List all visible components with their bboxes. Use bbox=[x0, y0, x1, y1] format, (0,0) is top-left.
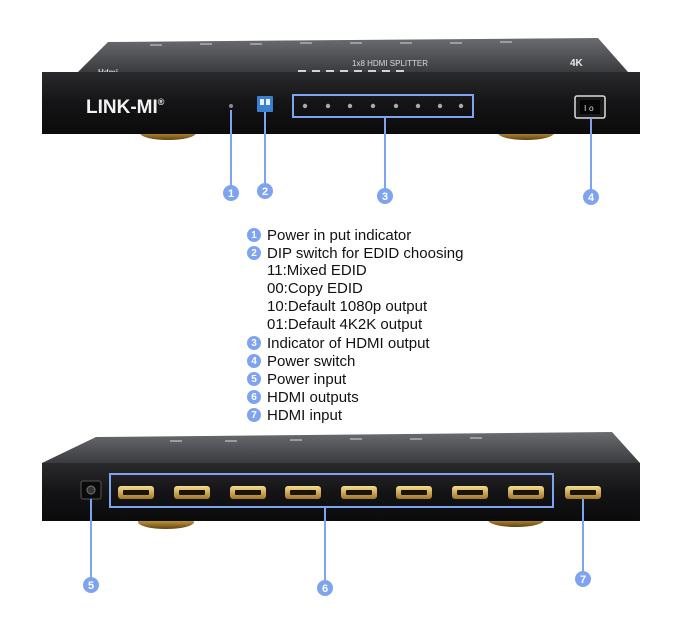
legend-subitem: 00:Copy EDID bbox=[267, 280, 363, 297]
legend-number-badge: 2 bbox=[247, 246, 261, 260]
top-vents bbox=[170, 437, 482, 442]
dip-switch[interactable] bbox=[257, 96, 273, 112]
hdmi-input-port-hole bbox=[570, 490, 596, 495]
callout-2: 2 bbox=[257, 183, 273, 199]
rear-panel-device bbox=[42, 432, 640, 529]
led-group-highlight bbox=[292, 94, 474, 118]
hdmi-port-holes bbox=[123, 490, 539, 495]
legend-subitem: 11:Mixed EDID bbox=[267, 262, 367, 279]
4k-badge: 4K bbox=[570, 58, 584, 69]
front-face bbox=[42, 72, 640, 134]
legend-number-badge: 4 bbox=[247, 354, 261, 368]
legend-text: DIP switch for EDID choosing bbox=[267, 244, 464, 262]
svg-text:4: 4 bbox=[588, 192, 595, 204]
brand-logo: LINK-MI® bbox=[86, 97, 165, 118]
front-leader-lines bbox=[230, 110, 592, 190]
top-vents bbox=[150, 41, 512, 46]
legend-item: 6 HDMI outputs bbox=[247, 388, 547, 406]
rear-leader-lines bbox=[90, 499, 584, 581]
svg-text:1: 1 bbox=[228, 188, 234, 200]
power-switch-symbols: I o bbox=[584, 104, 594, 113]
legend-text: HDMI input bbox=[267, 406, 343, 424]
legend-item: 7 HDMI input bbox=[247, 406, 547, 424]
legend-text: Indicator of HDMI output bbox=[267, 334, 430, 352]
legend-item: 1 Power in put indicator bbox=[247, 226, 547, 244]
callout-1: 1 bbox=[223, 185, 239, 201]
power-switch-rocker[interactable] bbox=[580, 100, 600, 114]
legend-text: HDMI outputs bbox=[267, 388, 359, 406]
legend-number-badge: 5 bbox=[247, 372, 261, 386]
legend: 1 Power in put indicator 2 DIP switch fo… bbox=[247, 226, 547, 424]
hdmi-output-leds bbox=[302, 103, 464, 109]
power-indicator-led bbox=[229, 104, 233, 108]
dip-switch-toggle[interactable] bbox=[266, 99, 270, 105]
legend-item: 2 DIP switch for EDID choosing bbox=[247, 244, 547, 262]
legend-number-badge: 7 bbox=[247, 408, 261, 422]
legend-text: Power input bbox=[267, 370, 347, 388]
callout-6: 6 bbox=[317, 580, 333, 596]
svg-text:6: 6 bbox=[322, 583, 328, 595]
dc-power-jack-pin bbox=[86, 485, 96, 495]
callout-3: 3 bbox=[377, 188, 393, 204]
callout-4: 4 bbox=[583, 189, 599, 205]
legend-item: 5 Power input bbox=[247, 370, 547, 388]
legend-item: 4 Power switch bbox=[247, 352, 547, 370]
legend-number-badge: 3 bbox=[247, 336, 261, 350]
svg-text:7: 7 bbox=[580, 574, 586, 586]
legend-number-badge: 1 bbox=[247, 228, 261, 242]
legend-text: Power in put indicator bbox=[267, 226, 412, 244]
svg-text:2: 2 bbox=[262, 186, 268, 198]
front-panel-device: Hdmi 1x8 HDMI SPLITTER 4K LINK-MI® I o bbox=[42, 38, 640, 140]
top-port-labels bbox=[298, 70, 404, 73]
legend-subitem: 01:Default 4K2K output bbox=[267, 316, 423, 333]
callout-5: 5 bbox=[83, 577, 99, 593]
callout-7: 7 bbox=[575, 571, 591, 587]
device-top-surface bbox=[78, 38, 628, 72]
dip-switch-toggle[interactable] bbox=[260, 99, 264, 105]
legend-item: 3 Indicator of HDMI output bbox=[247, 334, 547, 352]
svg-text:3: 3 bbox=[382, 191, 388, 203]
legend-number-badge: 6 bbox=[247, 390, 261, 404]
product-title: 1x8 HDMI SPLITTER bbox=[352, 59, 428, 68]
legend-text: Power switch bbox=[267, 352, 356, 370]
hdmi-outputs-highlight bbox=[109, 473, 554, 508]
svg-text:5: 5 bbox=[88, 580, 94, 592]
device-top-surface bbox=[42, 432, 640, 463]
legend-subitem: 10:Default 1080p output bbox=[267, 298, 428, 315]
